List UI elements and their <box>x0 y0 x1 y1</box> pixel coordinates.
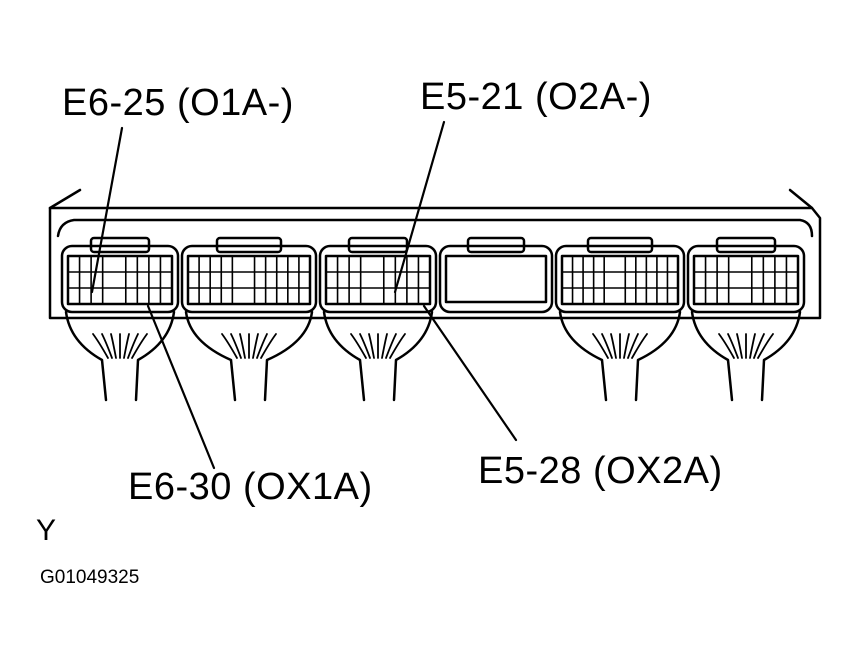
wire-strand <box>718 333 735 359</box>
wire-strand <box>610 333 617 359</box>
wire-strand <box>252 333 259 359</box>
wire-strand <box>749 333 756 359</box>
connector-lock-tab <box>466 236 526 254</box>
leader-e5-28 <box>422 304 518 442</box>
connector-shell <box>60 244 180 314</box>
connector-5 <box>554 236 686 402</box>
wire-harness-boot <box>184 310 314 402</box>
wire-strand <box>230 333 242 359</box>
wire-strand <box>256 333 268 359</box>
connector-lock-tab <box>89 236 151 254</box>
view-letter: Y <box>36 514 57 547</box>
wire-strand <box>631 333 648 359</box>
wire-harness-boot <box>64 310 176 402</box>
wire-strand <box>368 333 375 359</box>
leader-e5-21 <box>393 120 446 294</box>
leader-e6-30 <box>146 304 216 470</box>
connector-shell <box>438 244 554 314</box>
wire-strand <box>757 333 774 359</box>
terminal-grid <box>324 254 432 306</box>
wire-strand <box>592 333 609 359</box>
leader-lines <box>90 120 518 470</box>
wire-strand <box>359 333 371 359</box>
connector-3 <box>318 236 438 402</box>
connector-lock-tab <box>715 236 777 254</box>
wire-strand <box>736 333 743 359</box>
wire-strand <box>385 333 397 359</box>
wire-harness-boot <box>558 310 682 402</box>
connector-shell <box>554 244 686 314</box>
leader-e6-25 <box>90 126 124 294</box>
terminal-grid <box>66 254 174 306</box>
connector-2 <box>180 236 318 402</box>
wire-strand <box>101 333 113 359</box>
wire-strand <box>221 333 238 359</box>
wire-strand <box>92 333 109 359</box>
connector-4 <box>438 236 554 314</box>
connector-lock-tab <box>586 236 654 254</box>
callout-e5-28: E5-28 (OX2A) <box>478 450 723 492</box>
wire-strand <box>239 333 246 359</box>
wire-strand <box>727 333 739 359</box>
connector-lock-tab <box>347 236 409 254</box>
blank-cover <box>444 254 548 304</box>
callout-e6-30: E6-30 (OX1A) <box>128 466 373 508</box>
terminal-grid <box>560 254 680 306</box>
connector-shell <box>180 244 318 314</box>
wire-strand <box>627 333 639 359</box>
callout-e6-25: E6-25 (O1A-) <box>62 82 294 124</box>
wire-harness-boot <box>690 310 802 402</box>
wire-strand <box>127 333 139 359</box>
wire-strand <box>260 333 277 359</box>
wire-strand <box>381 333 388 359</box>
wire-strand <box>131 333 148 359</box>
wire-strand <box>110 333 117 359</box>
connector-1 <box>60 236 180 402</box>
figure-code: G01049325 <box>40 567 140 588</box>
wire-strand <box>123 333 130 359</box>
wire-strand <box>389 333 406 359</box>
ecm-housing <box>48 188 822 320</box>
connector-group <box>60 236 806 402</box>
connector-shell <box>686 244 806 314</box>
wire-strand <box>601 333 613 359</box>
wire-strand <box>623 333 630 359</box>
connector-lock-tab <box>215 236 283 254</box>
connector-shell <box>318 244 438 314</box>
connector-6 <box>686 236 806 402</box>
callout-e5-21: E5-21 (O2A-) <box>420 76 652 118</box>
wire-strand <box>753 333 765 359</box>
wire-strand <box>350 333 367 359</box>
terminal-grid <box>186 254 312 306</box>
terminal-grid <box>692 254 800 306</box>
wire-harness-boot <box>322 310 434 402</box>
